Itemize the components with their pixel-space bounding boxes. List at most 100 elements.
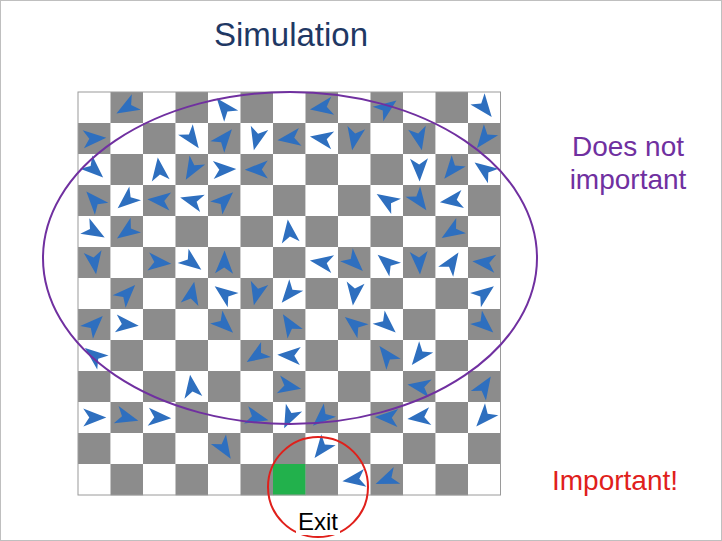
agent-arrow xyxy=(181,280,203,306)
grid-cell xyxy=(436,340,469,371)
grid-cell xyxy=(468,216,501,247)
agent-arrow xyxy=(84,250,105,275)
agent-arrow xyxy=(406,376,432,398)
agent-arrow xyxy=(372,248,401,277)
grid-cell xyxy=(468,340,501,371)
agent-arrow xyxy=(341,469,366,490)
grid-border xyxy=(78,92,501,495)
grid-cell xyxy=(403,340,436,371)
grid-cell xyxy=(371,154,404,185)
grid-cell xyxy=(273,402,306,433)
agent-arrow xyxy=(79,341,108,369)
grid-cell xyxy=(403,309,436,340)
grid-cell xyxy=(273,340,306,371)
agent-arrow xyxy=(146,190,171,210)
grid-cell xyxy=(371,185,404,216)
grid-cell xyxy=(111,185,144,216)
grid-cell xyxy=(176,247,209,278)
agent-arrow xyxy=(410,251,429,275)
grid-cell xyxy=(176,464,209,495)
grid-cell xyxy=(241,433,274,464)
agent-arrow xyxy=(344,282,365,307)
grid-cell xyxy=(436,309,469,340)
grid-cell xyxy=(241,340,274,371)
grid-cell xyxy=(208,340,241,371)
grid-cell xyxy=(403,247,436,278)
agent-arrow xyxy=(211,434,239,463)
grid-cell xyxy=(241,371,274,402)
agent-arrow xyxy=(210,186,239,215)
grid-cell xyxy=(78,185,111,216)
grid-cell xyxy=(208,154,241,185)
agent-arrow xyxy=(213,160,237,179)
grid-cell xyxy=(208,309,241,340)
grid-cell xyxy=(78,154,111,185)
grid-cell xyxy=(143,154,176,185)
exit-label: Exit xyxy=(288,508,348,536)
grid-cell xyxy=(468,123,501,154)
slide-title: Simulation xyxy=(161,16,421,54)
grid-cell xyxy=(208,216,241,247)
grid-cell xyxy=(403,402,436,433)
agent-arrow xyxy=(308,128,334,150)
grid-cell xyxy=(306,371,339,402)
agent-arrow xyxy=(80,186,109,215)
grid-cell xyxy=(273,185,306,216)
agent-arrow xyxy=(408,126,430,152)
agent-arrow xyxy=(148,408,172,428)
agent-arrow xyxy=(470,124,498,153)
grid-cell xyxy=(208,123,241,154)
agent-arrow xyxy=(245,281,268,308)
grid-cell xyxy=(143,371,176,402)
grid-cell xyxy=(111,216,144,247)
agent-arrow xyxy=(149,156,170,181)
agent-arrow xyxy=(470,279,499,307)
grid-cell xyxy=(143,247,176,278)
grid-cell xyxy=(78,371,111,402)
agent-arrow xyxy=(406,186,434,215)
grid-cell xyxy=(436,247,469,278)
grid-cell xyxy=(306,309,339,340)
grid-cell xyxy=(403,464,436,495)
agent-arrow xyxy=(113,279,142,308)
agent-arrow xyxy=(410,158,429,181)
grid-cell xyxy=(371,216,404,247)
agent-arrow xyxy=(80,218,109,245)
grid-cell xyxy=(208,247,241,278)
agent-arrow xyxy=(215,250,234,273)
region-note: Important! xyxy=(525,465,705,497)
agent-arrows xyxy=(79,93,499,493)
grid-cell xyxy=(306,340,339,371)
grid-cell xyxy=(306,216,339,247)
grid-cell xyxy=(143,216,176,247)
grid-cell xyxy=(468,247,501,278)
grid-cell xyxy=(78,278,111,309)
agent-arrow xyxy=(279,218,300,243)
grid-cell xyxy=(78,402,111,433)
agent-arrow xyxy=(469,155,498,183)
grid-cell xyxy=(78,247,111,278)
agent-arrow xyxy=(244,406,271,429)
grid-cell xyxy=(241,247,274,278)
grid-cell xyxy=(338,340,371,371)
grid-cell xyxy=(371,123,404,154)
agent-arrow xyxy=(276,404,302,432)
agent-arrow xyxy=(406,407,431,428)
grid-cell xyxy=(241,154,274,185)
grid-cell xyxy=(403,216,436,247)
grid-cell xyxy=(436,92,469,123)
grid-cell xyxy=(241,185,274,216)
agent-arrow xyxy=(309,252,335,273)
grid-cell xyxy=(273,216,306,247)
grid-cell xyxy=(273,123,306,154)
grid-cell xyxy=(468,154,501,185)
agent-arrow xyxy=(245,160,268,178)
grid-cell xyxy=(371,340,404,371)
agent-arrow xyxy=(112,218,141,246)
grid-cell xyxy=(273,247,306,278)
grid-cell xyxy=(403,371,436,402)
grid-cell xyxy=(338,185,371,216)
grid-cell xyxy=(371,278,404,309)
important-region xyxy=(268,437,368,537)
